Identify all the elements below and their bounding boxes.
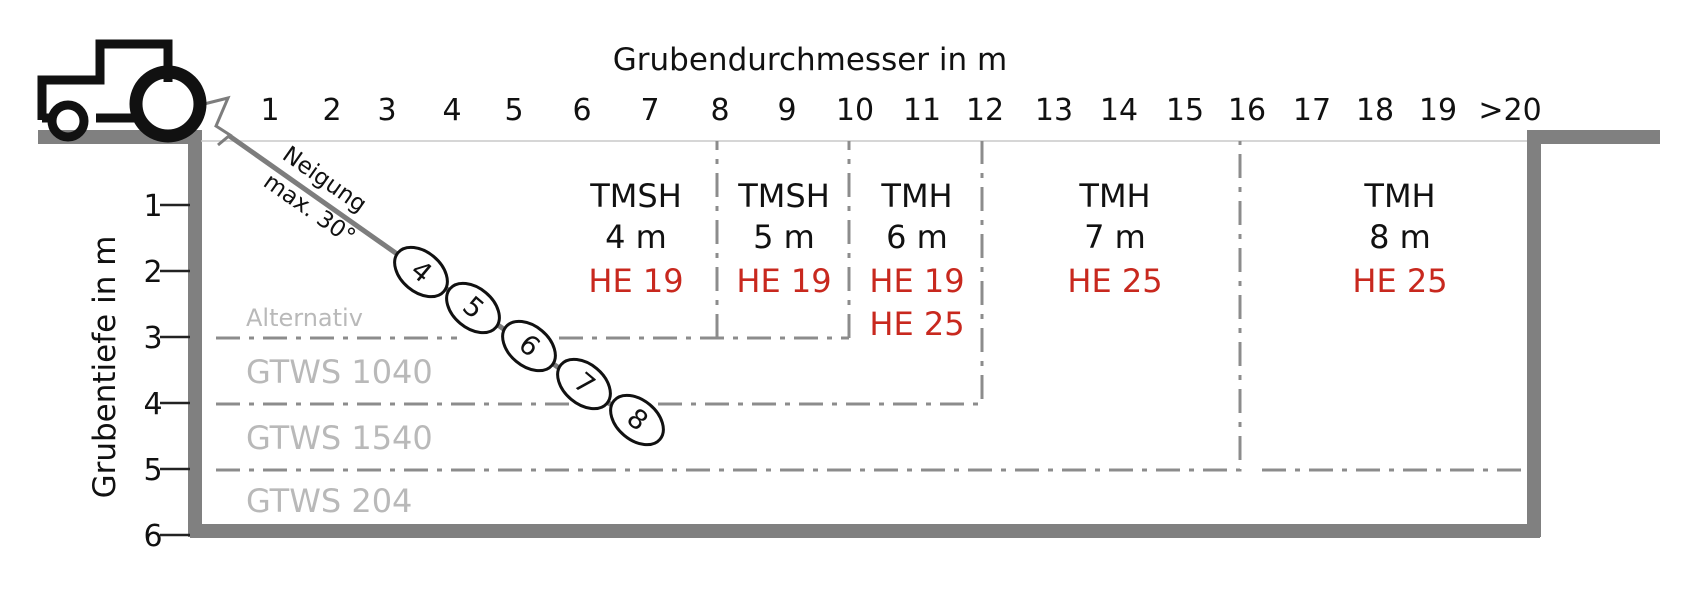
zone-tmsh-4m: TMSH 4 m HE 19 bbox=[588, 177, 683, 300]
x-tick: >20 bbox=[1478, 93, 1541, 128]
step-marker: 7 bbox=[556, 357, 612, 411]
depth-boundaries bbox=[216, 141, 1527, 472]
zone-depth: 6 m bbox=[886, 218, 948, 256]
zone-depth: 5 m bbox=[753, 218, 815, 256]
zone-model: TMSH bbox=[589, 177, 682, 215]
y-tick: 5 bbox=[143, 453, 162, 488]
y-tick: 3 bbox=[143, 321, 162, 356]
tractor-icon bbox=[37, 39, 207, 143]
x-tick: 17 bbox=[1293, 93, 1331, 128]
step-marker: 6 bbox=[501, 319, 557, 373]
x-tick: 5 bbox=[504, 93, 523, 128]
y-tick: 2 bbox=[143, 255, 162, 290]
zone-code: HE 25 bbox=[1067, 262, 1162, 300]
x-tick: 4 bbox=[442, 93, 461, 128]
step-marker: 8 bbox=[609, 393, 665, 447]
x-tick: 1 bbox=[260, 93, 279, 128]
y-tick: 1 bbox=[143, 189, 162, 224]
x-tick: 16 bbox=[1228, 93, 1266, 128]
zone-code: HE 25 bbox=[869, 305, 964, 343]
zone-code: HE 25 bbox=[1352, 262, 1447, 300]
x-tick: 13 bbox=[1035, 93, 1073, 128]
zone-model: TMH bbox=[1078, 177, 1150, 215]
zone-depth: 4 m bbox=[605, 218, 667, 256]
pit-outline bbox=[38, 130, 1660, 538]
zone-code: HE 19 bbox=[588, 262, 683, 300]
zone-tmh-8m: TMH 8 m HE 25 bbox=[1352, 177, 1447, 300]
x-tick: 18 bbox=[1356, 93, 1394, 128]
x-tick: 12 bbox=[966, 93, 1004, 128]
x-axis-ticks: 1 2 3 4 5 6 7 8 9 10 11 12 13 14 15 16 1… bbox=[260, 93, 1541, 128]
zone-tmh-6m: TMH 6 m HE 19 HE 25 bbox=[869, 177, 964, 343]
zone-model: TMSH bbox=[737, 177, 830, 215]
x-tick: 11 bbox=[903, 93, 941, 128]
x-tick: 2 bbox=[322, 93, 341, 128]
x-tick: 8 bbox=[710, 93, 729, 128]
zone-model: TMH bbox=[880, 177, 952, 215]
level-gtws-1040: GTWS 1040 bbox=[246, 353, 433, 391]
zone-depth: 8 m bbox=[1369, 218, 1431, 256]
y-axis-ticks bbox=[160, 203, 190, 537]
x-axis-title: Grubendurchmesser in m bbox=[613, 42, 1007, 78]
step-markers: 4 5 6 7 8 bbox=[393, 245, 665, 447]
x-tick: 10 bbox=[836, 93, 874, 128]
zone-model: TMH bbox=[1363, 177, 1435, 215]
level-gtws-204: GTWS 204 bbox=[246, 482, 412, 520]
zone-code: HE 19 bbox=[736, 262, 831, 300]
y-tick: 4 bbox=[143, 387, 162, 422]
zone-depth: 7 m bbox=[1084, 218, 1146, 256]
x-tick: 14 bbox=[1100, 93, 1138, 128]
y-tick: 6 bbox=[143, 519, 162, 554]
y-axis-title: Grubentiefe in m bbox=[87, 236, 123, 499]
x-tick: 6 bbox=[572, 93, 591, 128]
x-tick: 3 bbox=[377, 93, 396, 128]
level-alternativ: Alternativ bbox=[246, 304, 363, 332]
x-tick: 9 bbox=[777, 93, 796, 128]
x-tick: 7 bbox=[640, 93, 659, 128]
zone-code: HE 19 bbox=[869, 262, 964, 300]
y-axis-labels: 1 2 3 4 5 6 bbox=[143, 189, 162, 554]
step-marker: 4 bbox=[393, 245, 449, 299]
x-tick: 15 bbox=[1166, 93, 1204, 128]
step-marker: 5 bbox=[445, 281, 501, 335]
zone-tmsh-5m: TMSH 5 m HE 19 bbox=[736, 177, 831, 300]
x-tick: 19 bbox=[1419, 93, 1457, 128]
level-gtws-1540: GTWS 1540 bbox=[246, 419, 433, 457]
zone-tmh-7m: TMH 7 m HE 25 bbox=[1067, 177, 1162, 300]
